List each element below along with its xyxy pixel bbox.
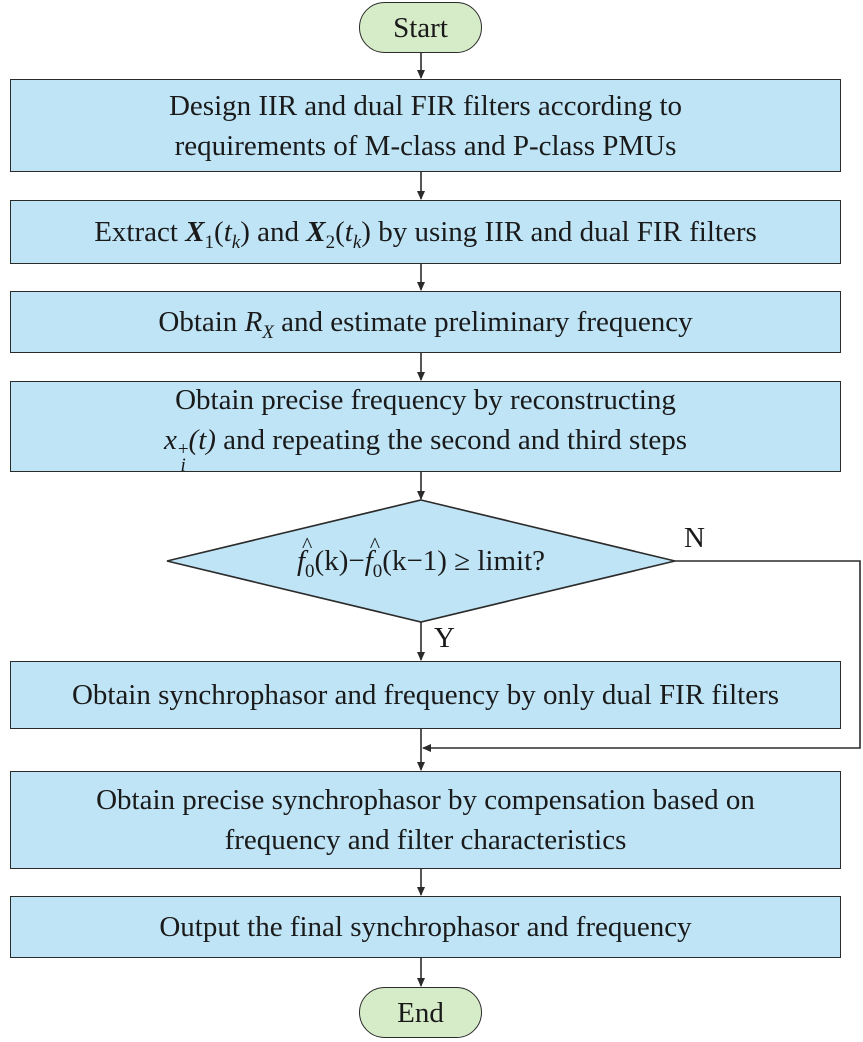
start-label: Start — [393, 11, 448, 44]
step-design-filters-line2: requirements of M-class and P-class PMUs — [174, 129, 677, 162]
end-terminal: End — [359, 987, 482, 1038]
step-obtain-rx-text: Obtain RX and estimate preliminary frequ… — [158, 306, 693, 343]
end-label: End — [397, 996, 444, 1029]
step-dual-fir-only-text: Obtain synchrophasor and frequency by on… — [71, 679, 780, 711]
no-branch-label: N — [684, 522, 705, 554]
decision-diamond — [166, 499, 676, 623]
step-precise-frequency-line1: Obtain precise frequency by reconstructi… — [175, 383, 676, 416]
step-extract-signals-text: Extract X1(tk) and X2(tk) by using IIR a… — [94, 216, 757, 253]
decision-condition-text: f0(k)−f0(k−1) ≥ limit? — [297, 525, 545, 581]
step-output-text: Output the final synchrophasor and frequ… — [159, 911, 692, 943]
step-obtain-rx: Obtain RX and estimate preliminary frequ… — [10, 291, 841, 353]
step-dual-fir-only: Obtain synchrophasor and frequency by on… — [10, 661, 841, 729]
start-terminal: Start — [359, 2, 482, 53]
step-compensation-line2: frequency and filter characteristics — [224, 824, 627, 856]
step-extract-signals: Extract X1(tk) and X2(tk) by using IIR a… — [10, 200, 841, 264]
step-compensation-line1: Obtain precise synchrophasor by compensa… — [96, 784, 755, 816]
step-compensation: Obtain precise synchrophasor by compensa… — [10, 771, 841, 869]
decision-condition: f0(k)−f0(k−1) ≥ limit? — [167, 525, 675, 590]
step-design-filters-line1: Design IIR and dual FIR filters accordin… — [168, 89, 683, 122]
arrow-decision-no-branch — [422, 560, 861, 752]
step-precise-frequency-line2: x+i(t) and repeating the second and thir… — [163, 423, 688, 476]
step-design-filters: Design IIR and dual FIR filters accordin… — [10, 79, 841, 172]
yes-branch-label: Y — [434, 622, 455, 654]
step-precise-frequency: Obtain precise frequency by reconstructi… — [10, 381, 841, 476]
step-output: Output the final synchrophasor and frequ… — [10, 896, 841, 958]
